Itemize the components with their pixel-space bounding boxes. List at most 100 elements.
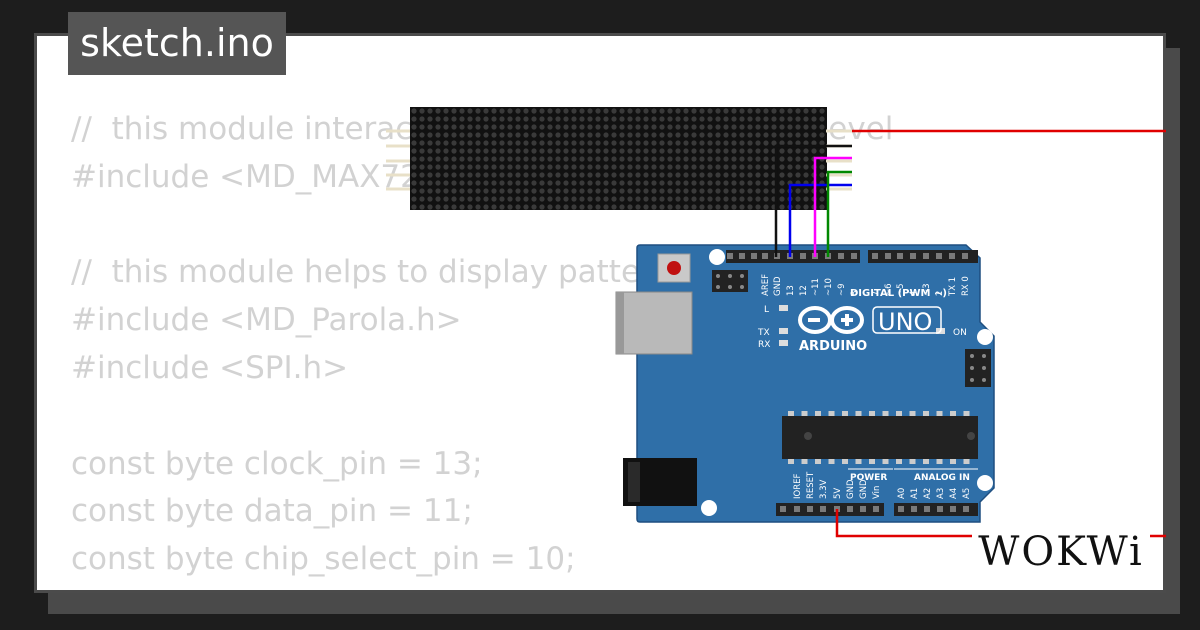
chip-pin	[842, 459, 848, 464]
chip-pin	[855, 459, 862, 464]
header-pin[interactable]	[762, 253, 768, 259]
code-line: const byte clock_pin = 13;	[71, 445, 483, 482]
led-label-tx: TX	[757, 328, 770, 338]
uno-badge	[872, 306, 942, 334]
top-pin-label: ~9	[837, 283, 847, 296]
top-pin-label: 4	[909, 291, 919, 296]
header-pin[interactable]	[911, 506, 917, 512]
header-pin[interactable]	[800, 253, 806, 259]
header-pin[interactable]	[751, 253, 757, 259]
chip-pin	[842, 411, 848, 416]
header-pin[interactable]	[794, 506, 800, 512]
top-pin-label: RX 0	[961, 276, 971, 296]
bottom-pin-label: GND	[859, 479, 869, 499]
digital-header-label: DIGITAL (PWM ~)	[850, 288, 947, 299]
led-label-l: L	[764, 305, 769, 315]
chip-pin	[828, 459, 835, 464]
top-pin-label: ~6	[884, 283, 894, 296]
header-pin[interactable]	[851, 253, 857, 259]
header-pin[interactable]	[950, 506, 956, 512]
bottom-pin-label: 3.3V	[819, 479, 829, 499]
chip-pin	[869, 411, 875, 416]
bottom-pin-label: A3	[936, 488, 946, 499]
top-pin-label: 8	[850, 291, 860, 296]
chip-pin	[801, 459, 808, 464]
chip-pin	[882, 411, 889, 416]
header-pin[interactable]	[838, 253, 844, 259]
atmega-chip	[782, 416, 978, 459]
header-pin[interactable]	[962, 253, 968, 259]
code-line: const byte max_devices = 4;	[71, 584, 917, 590]
top-pin-label: ~5	[896, 283, 906, 296]
header-pin[interactable]	[847, 506, 853, 512]
header-pin[interactable]	[898, 506, 904, 512]
top-pin-label: GND	[773, 276, 783, 296]
top-pin-label: 12	[799, 285, 809, 296]
header-pin[interactable]	[949, 253, 955, 259]
top-pin-label: 2	[935, 291, 945, 296]
bottom-pin-label: Vin	[872, 486, 882, 499]
matrix-output-pins	[826, 129, 852, 191]
header-pin[interactable]	[820, 506, 826, 512]
header-pin[interactable]	[924, 506, 930, 512]
bottom-pin-label: GND	[846, 479, 856, 499]
header-pin[interactable]	[923, 253, 929, 259]
wire-gnd[interactable]	[774, 144, 852, 257]
bottom-pin-label: A5	[962, 488, 972, 499]
on-led-label: ON	[953, 328, 967, 338]
bottom-pin-label: RESET	[806, 471, 816, 499]
analog-label: ANALOG IN	[914, 473, 970, 483]
chip-pin	[936, 459, 943, 464]
bottom-pin-label: IOREF	[793, 474, 803, 499]
header-pin[interactable]	[739, 253, 745, 259]
header-pin[interactable]	[807, 506, 813, 512]
led-matrix-module[interactable]	[386, 107, 852, 210]
bottom-pin-label: 5V	[833, 488, 843, 499]
header-pin[interactable]	[873, 506, 879, 512]
bottom-pin-label: A4	[949, 488, 959, 499]
wire-clk[interactable]	[788, 183, 852, 257]
chip-pin	[815, 411, 821, 416]
code-line: const byte chip_select_pin = 10;	[71, 541, 576, 578]
header-pin[interactable]	[727, 253, 733, 259]
wire-din[interactable]	[813, 156, 852, 257]
chip-pin	[828, 411, 835, 416]
chip-pin	[869, 459, 875, 464]
wire-cs[interactable]	[826, 170, 852, 257]
chip-pin	[882, 459, 889, 464]
top-pin-label: ~10	[824, 278, 834, 296]
chip-pin	[963, 411, 970, 416]
model-label: UNO	[878, 308, 932, 336]
header-pin[interactable]	[937, 506, 943, 512]
header-pin[interactable]	[780, 506, 786, 512]
file-tab[interactable]: sketch.ino	[68, 12, 286, 75]
chip-pin	[909, 411, 916, 416]
header-pin[interactable]	[885, 253, 891, 259]
bottom-pin-label: A2	[923, 488, 933, 499]
led-label-rx: RX	[758, 340, 770, 350]
bottom-pin-label: A0	[897, 488, 907, 499]
header-pin[interactable]	[936, 253, 942, 259]
chip-pin	[815, 459, 821, 464]
header-pin[interactable]	[910, 253, 916, 259]
chip-pin	[801, 411, 808, 416]
code-line: #include <MD_Parola.h>	[71, 302, 462, 339]
chip-pin	[963, 459, 970, 464]
top-pin-label: ~11	[811, 278, 821, 296]
top-pin-label: 13	[786, 285, 796, 296]
code-line: const byte data_pin = 11;	[71, 493, 473, 530]
header-pin[interactable]	[897, 253, 903, 259]
wokwi-logo: WOKWi	[972, 526, 1150, 578]
header-pin[interactable]	[963, 506, 969, 512]
chip-pin	[788, 459, 794, 464]
chip-pin	[896, 411, 902, 416]
matrix-input-pins	[386, 129, 410, 191]
power-header	[776, 503, 884, 516]
header-pin[interactable]	[860, 506, 866, 512]
code-line: #include <SPI.h>	[71, 349, 349, 386]
top-pin-label: TX 1	[948, 277, 958, 297]
header-pin[interactable]	[872, 253, 878, 259]
top-pin-label: ~3	[922, 283, 932, 296]
